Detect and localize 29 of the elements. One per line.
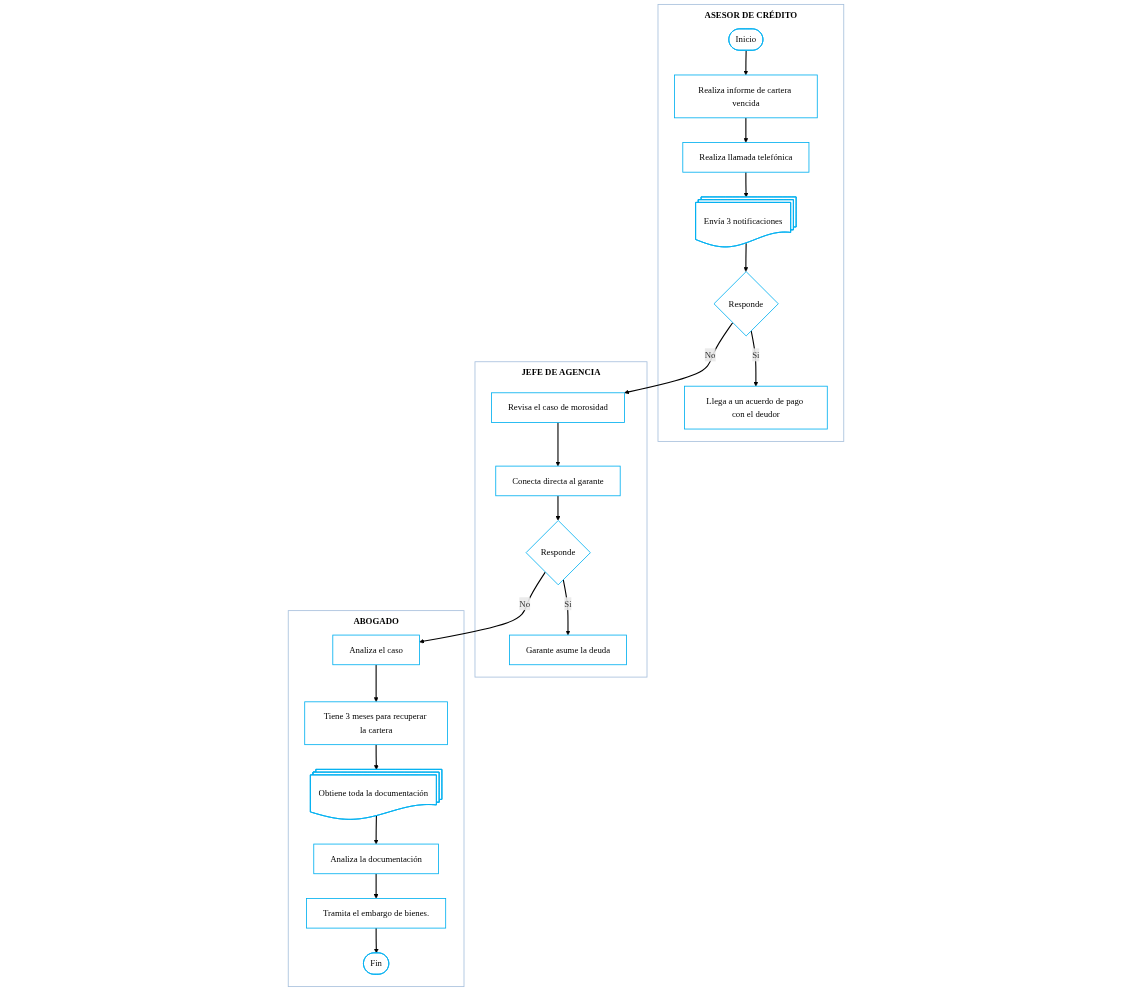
arrow — [373, 873, 379, 899]
edge-label: Si — [752, 349, 760, 360]
arrow — [743, 117, 749, 143]
node-diamond: Responde — [713, 271, 779, 337]
node-diamond: Responde — [525, 520, 591, 586]
edge-label: No — [519, 598, 531, 609]
node-box: Llega a un acuerdo de pago con el deudor — [684, 385, 828, 430]
arrow — [743, 171, 749, 198]
arrow — [743, 50, 749, 76]
node-box: Tramita el embargo de bienes. — [306, 898, 447, 929]
edge-label: No — [704, 349, 716, 360]
node-box: Garante asume la deuda — [509, 634, 627, 666]
arrow — [555, 495, 561, 521]
node-box: Realiza llamada telefónica — [682, 142, 810, 173]
node-box: Realiza informe de cartera vencida — [674, 74, 818, 119]
arrow — [373, 664, 379, 703]
node-box: Analiza la documentación — [313, 843, 439, 875]
node-box: Analiza el caso — [332, 634, 420, 666]
arrow — [373, 815, 379, 845]
arrow — [373, 927, 379, 954]
arrow — [624, 322, 734, 395]
edge-label: Si — [564, 598, 572, 609]
node-box: Tiene 3 meses para recuperar la cartera — [304, 701, 448, 746]
arrow — [743, 242, 749, 272]
arrow — [419, 571, 546, 644]
arrow — [373, 744, 379, 770]
node-box: Conecta directa al garante — [495, 465, 621, 497]
node-box: Revisa el caso de morosidad — [491, 392, 625, 423]
arrow — [555, 421, 561, 467]
